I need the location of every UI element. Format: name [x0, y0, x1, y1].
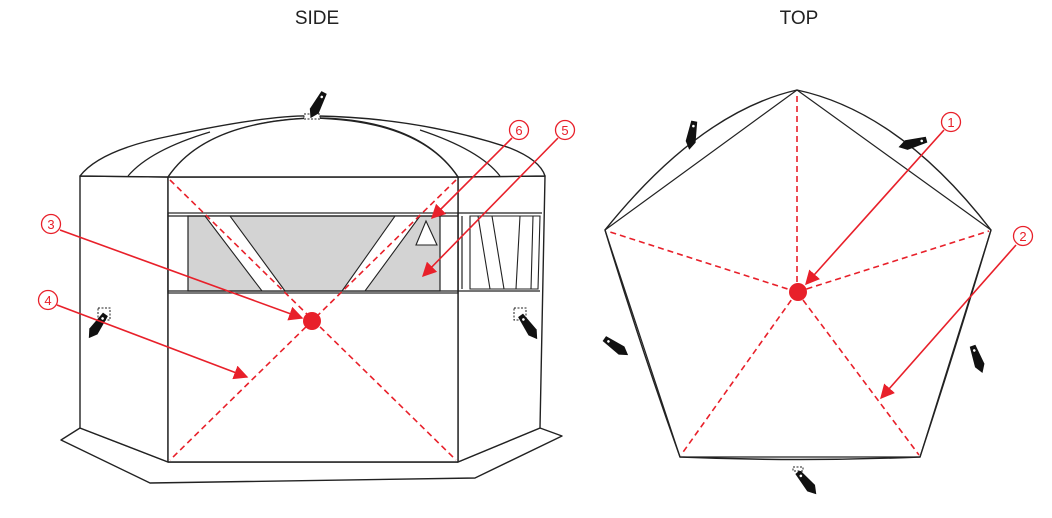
ground-stake-icon: [967, 344, 988, 375]
roof-seam-left: [127, 131, 211, 177]
ground-stake-icon: [793, 468, 821, 498]
ground-stake-icon: [601, 334, 631, 360]
top-view: [601, 89, 992, 498]
callout-label-4: 4: [44, 293, 51, 308]
callout-label-1: 1: [947, 115, 954, 130]
callout-arrow-2: [880, 244, 1017, 400]
top-outer-outline: [604, 89, 992, 461]
top-view-title: TOP: [779, 8, 819, 29]
spoke-5: [606, 230, 798, 293]
callout-label-6: 6: [515, 123, 522, 138]
side-window-band: [458, 212, 542, 292]
callout-arrow-5: [421, 137, 559, 278]
callout-arrow-4: [56, 304, 249, 380]
callout-6: 6: [508, 119, 530, 141]
callout-label-2: 2: [1019, 229, 1026, 244]
callouts: 1 2 3 4 5 6: [37, 111, 1034, 400]
spoke-2: [796, 230, 990, 293]
spoke-4: [680, 291, 798, 456]
callout-arrow-3: [59, 229, 304, 321]
callout-4: 4: [37, 289, 59, 311]
callout-2: 2: [1012, 225, 1034, 247]
callout-label-5: 5: [561, 123, 568, 138]
roof-seam-right: [419, 129, 501, 177]
center-hub-dot-icon: [789, 283, 807, 301]
callout-1: 1: [940, 111, 962, 133]
callout-arrow-6: [430, 137, 513, 220]
callout-3: 3: [40, 213, 62, 235]
side-view-title: SIDE: [294, 8, 340, 29]
window-band: [167, 212, 459, 294]
side-view: [60, 90, 563, 484]
callout-arrow-1: [805, 129, 945, 286]
callout-label-3: 3: [47, 217, 54, 232]
spoke-3: [796, 291, 920, 456]
vent-flap: [415, 219, 438, 246]
center-hub-dot-icon: [303, 312, 321, 330]
callout-5: 5: [554, 119, 576, 141]
top-pentagon: [604, 89, 992, 458]
